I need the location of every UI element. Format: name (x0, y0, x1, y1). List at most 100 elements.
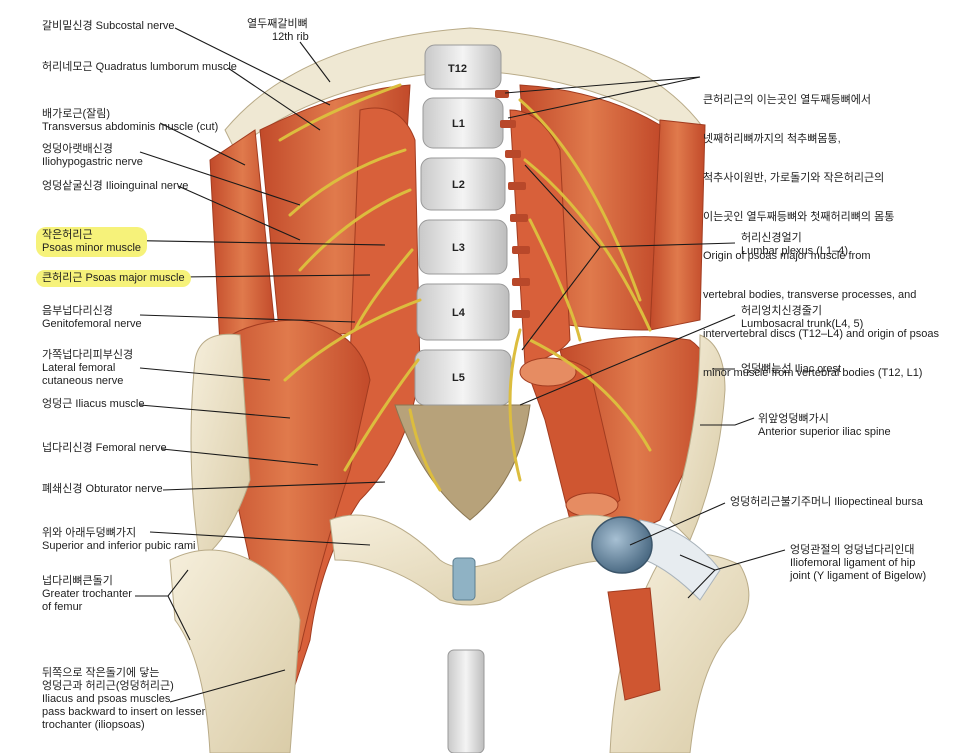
label-text: Transversus abdominis muscle (cut) (42, 121, 219, 133)
nerve-path (508, 328, 522, 482)
label-text: 허리네모근 Quadratus lumborum muscle (42, 61, 237, 73)
origin-mark (500, 120, 516, 128)
label-text: 폐쇄신경 Obturator nerve (42, 483, 163, 495)
leader-iliacus (139, 404, 291, 419)
label-text: 큰허리근 Psoas major muscle (42, 272, 185, 284)
leader-trochanter-2 (167, 595, 191, 641)
label-text: pass backward to insert on lesser (42, 706, 206, 718)
label-text: Lumbosacral trunk(L4, 5) (741, 318, 864, 330)
label-text: Iliacus and psoas muscles (42, 693, 171, 705)
label-iliopectineal-bursa: 엉덩허리근불기주머니 Iliopectineal bursa (730, 496, 923, 509)
label-text: 엉덩근과 허리근(엉덩허리근) (42, 680, 174, 692)
label-text: 12th rib (272, 31, 309, 43)
label-text: 배가로근(잘림) (42, 108, 111, 120)
nerve-path (288, 148, 407, 217)
label-text: 엉덩샅굴신경 Ilioinguinal nerve (42, 180, 189, 192)
femur-left (169, 549, 301, 753)
label-text: trochanter (iliopsoas) (42, 719, 145, 731)
origin-mark (510, 214, 528, 222)
nerve-path (528, 218, 582, 342)
iliopsoas-stump (607, 587, 661, 701)
label-text: 이는곳인 열두째등뼈와 첫째허리뼈의 몸통 (703, 211, 895, 223)
label-femoral-nerve: 넙다리신경 Femoral nerve (42, 442, 167, 455)
lower-vertebra (447, 649, 485, 753)
origin-mark (512, 278, 530, 286)
label-text: Superior and inferior pubic rami (42, 540, 196, 552)
origin-mark (495, 90, 509, 98)
label-text: 작은허리근 (42, 229, 93, 241)
leader-psoas-major (179, 274, 371, 278)
vertebra-label-l1: L1 (452, 118, 465, 130)
label-text: 허리신경얼기 (741, 232, 802, 244)
vertebra-body (420, 157, 506, 211)
leader-quadratus (227, 67, 321, 131)
origin-mark (512, 246, 530, 254)
vertebra-label-l2: L2 (452, 179, 465, 191)
nerve-path (408, 408, 442, 492)
origin-mark (512, 310, 530, 318)
label-text: 가쪽넙다리피부신경 (42, 349, 134, 361)
label-obturator-nerve: 폐쇄신경 Obturator nerve (42, 483, 163, 496)
iliofemoral-ligament (639, 519, 721, 601)
label-psoas-origin: 큰허리근의 이는곳인 열두째등뼈에서 넷째허리뼈까지의 척추뼈몸통, 척추사이원… (703, 68, 939, 393)
label-text: 위앞엉덩뼈가시 (758, 413, 829, 425)
highlight-marker: 큰허리근 Psoas major muscle (36, 270, 191, 287)
label-text: 넙다리뼈큰돌기 (42, 575, 113, 587)
vertebral-column: T12 L1 L2 L3 L4 L5 (414, 44, 512, 406)
psoas-cut-surface-lower (565, 492, 619, 518)
nerve-path (283, 298, 422, 382)
label-text: 엉덩허리근불기주머니 Iliopectineal bursa (730, 496, 923, 508)
label-text: Iliohypogastric nerve (42, 156, 143, 168)
label-text: 뒤쪽으로 작은돌기에 닿는 (42, 667, 160, 679)
iliopectineal-bursa (591, 516, 653, 574)
label-text: Genitofemoral nerve (42, 318, 142, 330)
label-text: minor muscle from vertebral bodies (T12,… (703, 367, 923, 379)
label-text: 넙다리신경 Femoral nerve (42, 442, 167, 454)
ilium-right (669, 334, 726, 541)
label-text: 음부넙다리신경 (42, 305, 113, 317)
leader-psoas-minor (99, 239, 386, 246)
leader-lumbar-plexus-2 (524, 164, 601, 248)
nerve-path (523, 158, 652, 332)
label-text: 엉덩뼈능선 Iliac crest (741, 363, 842, 375)
anatomy-drawing: T12 L1 L2 L3 L4 L5 (169, 27, 750, 753)
nerve-path (528, 338, 652, 452)
vertebra-body (424, 44, 502, 90)
leader-subcostal (174, 27, 331, 106)
label-text: 엉덩아랫배신경 (42, 143, 113, 155)
leader-hip-lig-2 (687, 569, 716, 599)
origin-mark (508, 182, 526, 190)
sacrum (394, 404, 531, 521)
nerve-path (343, 358, 420, 472)
vertebra-label-l3: L3 (452, 242, 465, 254)
leader-bursa (629, 502, 726, 546)
label-text: 넷째허리뼈까지의 척추뼈몸통, (703, 133, 841, 145)
leader-lines (99, 27, 786, 703)
nerves (278, 83, 652, 492)
label-text: 큰허리근의 이는곳인 열두째등뼈에서 (703, 94, 872, 106)
vertebra-label-l5: L5 (452, 372, 465, 384)
leader-genitofemoral (139, 314, 356, 323)
label-text: Psoas minor muscle (42, 242, 142, 254)
leader-lumbar-plexus (599, 242, 736, 248)
label-text: Anterior superior iliac spine (758, 426, 891, 438)
label-text: Iliofemoral ligament of hip (790, 557, 916, 569)
label-psoas-major: 큰허리근 Psoas major muscle (36, 270, 191, 287)
label-text: 허리엉치신경줄기 (741, 305, 822, 317)
nerve-path (518, 98, 642, 302)
label-text: intervertebral discs (T12–L4) and origin… (703, 328, 940, 340)
label-text: cutaneous nerve (42, 375, 124, 387)
origin-mark (505, 150, 521, 158)
label-iliac-crest: 엉덩뼈능선 Iliac crest (741, 363, 841, 376)
label-text: Lateral femoral (42, 362, 116, 374)
label-text: 위와 아래두덩뼈가지 (42, 527, 137, 539)
label-text: Lumbar plexus (L1–4) (741, 245, 849, 257)
leader-obturator (162, 481, 386, 491)
vertebra-body (418, 219, 508, 275)
label-quadratus-lumborum: 허리네모근 Quadratus lumborum muscle (42, 61, 237, 74)
